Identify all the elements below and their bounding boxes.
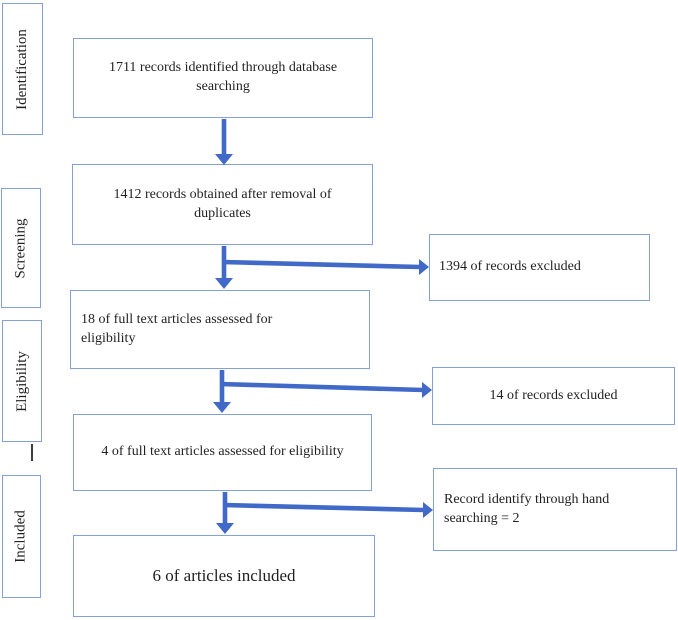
stage-box-eligibility: Eligibility (2, 320, 42, 442)
stage-box-screening: Screening (1, 188, 41, 308)
flow-box-duplicates-removed-text: 1412 records obtained after removal of d… (113, 186, 332, 221)
flow-box-articles-included-text: 6 of articles included (152, 565, 296, 585)
flow-box-records-identified: 1711 records identified through database… (73, 38, 373, 118)
side-box-handsearch-text: Record identify through hand searching =… (444, 491, 610, 526)
flow-box-duplicates-removed: 1412 records obtained after removal of d… (72, 164, 373, 245)
arrow-fulltext18-to-fulltext4 (213, 370, 231, 413)
flow-box-fulltext-18: 18 of full text articles assessed for el… (70, 290, 370, 369)
stage-box-identification: Identification (2, 3, 43, 135)
arrow-identified-to-duplicates (215, 119, 233, 165)
stage-label-included: Included (13, 510, 30, 563)
stage-box-included: Included (2, 475, 41, 598)
flow-box-fulltext-4-text: 4 of full text articles assessed for eli… (101, 444, 344, 460)
arrow-branch-excluded-1394 (221, 259, 429, 275)
flow-box-records-identified-text: 1711 records identified through database… (108, 60, 338, 94)
stage-label-identification: Identification (14, 28, 30, 110)
arrow-duplicates-to-fulltext18 (215, 246, 233, 289)
side-box-excluded-14-text: 14 of records excluded (489, 387, 618, 403)
side-box-handsearch: Record identify through hand searching =… (433, 468, 677, 551)
flow-box-fulltext-18-text: 18 of full text articles assessed for el… (81, 311, 273, 346)
arrow-branch-handsearch (222, 502, 433, 518)
side-box-excluded-14: 14 of records excluded (432, 367, 675, 425)
flow-box-articles-included: 6 of articles included (73, 535, 375, 617)
arrow-fulltext4-to-included (216, 492, 234, 534)
side-box-excluded-1394: 1394 of records excluded (429, 234, 650, 301)
stage-label-screening: Screening (12, 218, 29, 278)
stage-label-eligibility: Eligibility (13, 350, 30, 412)
side-box-excluded-1394-text: 1394 of records excluded (439, 259, 581, 275)
arrow-branch-excluded-14 (219, 381, 432, 398)
flow-box-fulltext-4: 4 of full text articles assessed for eli… (73, 414, 372, 491)
